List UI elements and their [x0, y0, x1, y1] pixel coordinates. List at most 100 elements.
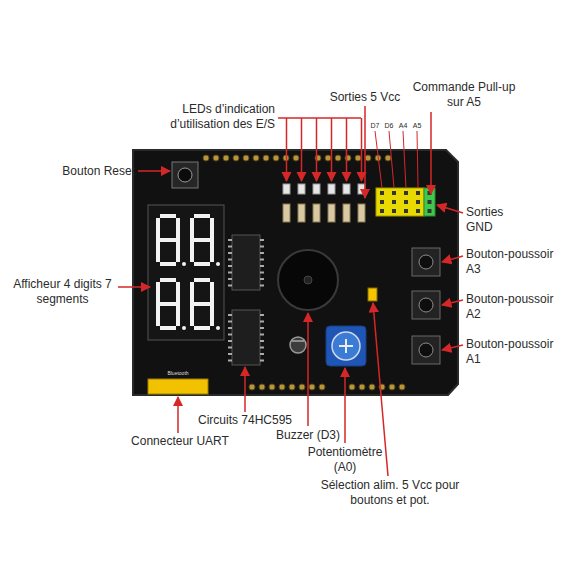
reset-callout: Bouton Reset: [20, 164, 135, 179]
chip-pin: [228, 272, 232, 274]
display-segment: [156, 282, 160, 304]
header-pin: [428, 209, 432, 213]
board-part: [172, 162, 198, 188]
header-pin: [389, 384, 395, 390]
board-part: [419, 255, 433, 269]
led: [283, 184, 290, 194]
pullup-callout: Commande Pull-up sur A5: [406, 80, 522, 110]
gnd-callout: Sorties GND: [466, 205, 516, 235]
board-part: [339, 339, 353, 353]
push-buttons: [412, 248, 440, 364]
display-segment: [210, 218, 214, 240]
chip-pin: [228, 321, 232, 323]
display-segment: [194, 262, 210, 266]
board-part: [430, 112, 432, 194]
chip-pin: [260, 246, 264, 248]
display-segment: [160, 214, 176, 218]
header-pin: [335, 155, 341, 161]
board-part: [419, 343, 433, 357]
chip-pin: [260, 259, 264, 261]
uart-connector: [148, 379, 208, 394]
io-headers: [376, 188, 435, 216]
board-part: [178, 168, 192, 182]
silkscreen-label: Bluetooth: [158, 370, 198, 376]
header-pin: [203, 155, 209, 161]
leader-line: [316, 118, 318, 181]
board-part: [375, 131, 418, 188]
display-segment: [190, 218, 194, 240]
header-pin: [392, 200, 396, 204]
display-segment: [160, 262, 176, 266]
display-segment: [160, 278, 176, 282]
resistor: [343, 204, 350, 222]
board-part: [244, 367, 246, 412]
board-part: [412, 336, 440, 364]
board-part: [292, 341, 304, 342]
header-pin: [263, 155, 269, 161]
display-segment: [160, 302, 176, 306]
board-part: [148, 205, 224, 340]
header-pin: [269, 384, 275, 390]
header-pin: [365, 155, 371, 161]
leader-line: [331, 118, 333, 181]
buzzer-callout: Buzzer (D3): [260, 428, 356, 443]
display-dot: [182, 326, 186, 330]
header-pin: [213, 155, 219, 161]
header-pin: [325, 155, 331, 161]
board-part: [307, 313, 309, 426]
pin-name: D7: [368, 121, 382, 130]
chip-pin: [228, 252, 232, 254]
board-part: [232, 310, 260, 365]
display-segment: [190, 240, 194, 262]
header-pin: [416, 200, 420, 204]
header-pin: [349, 384, 355, 390]
chip-pin: [228, 259, 232, 261]
board-part: [118, 286, 150, 288]
header-pin: [369, 384, 375, 390]
display-segment: [210, 282, 214, 304]
chip-pin: [228, 314, 232, 316]
uart-callout: Connecteur UART: [120, 434, 240, 449]
buzzer: [278, 250, 338, 310]
board-part: [437, 205, 463, 213]
board-part: [442, 345, 463, 350]
chip-pin: [228, 327, 232, 329]
header-pin: [399, 384, 405, 390]
leader-line: [389, 131, 394, 188]
chip-pin: [260, 278, 264, 280]
header-pin: [416, 209, 420, 213]
chip-pin: [260, 347, 264, 349]
led: [298, 184, 305, 194]
pcb-board: [133, 150, 458, 395]
chip-pin: [260, 353, 264, 355]
board-part: [232, 235, 260, 290]
chip-pin: [260, 327, 264, 329]
header-pin: [392, 191, 396, 195]
display-segment: [194, 238, 210, 242]
header-pin: [289, 384, 295, 390]
output-callout: Sorties 5 Vcc: [320, 90, 410, 105]
chip-pin: [260, 252, 264, 254]
header-pin: [243, 155, 249, 161]
seven-segment-display: [148, 205, 224, 340]
chip-pin: [260, 340, 264, 342]
resistor: [313, 204, 320, 222]
display-dot: [216, 326, 220, 330]
resistor: [328, 204, 335, 222]
header-pin: [359, 384, 365, 390]
display-segment: [210, 240, 214, 262]
display-segment: [176, 282, 180, 304]
display-segment: [156, 218, 160, 240]
chip-pin: [228, 278, 232, 280]
leader-line: [417, 131, 418, 188]
button-callout: Bouton-poussoir A2: [466, 292, 561, 322]
board-part: [304, 276, 312, 284]
header-pin: [249, 384, 255, 390]
led: [313, 184, 320, 194]
display-segment: [190, 304, 194, 326]
power-select-callout: Sélection alim. 5 Vcc pour boutons et po…: [310, 478, 470, 508]
header-pin: [380, 200, 384, 204]
display-segment: [160, 326, 176, 330]
led-callout: LEDs d’indication d’utilisation des E/S: [150, 102, 275, 132]
